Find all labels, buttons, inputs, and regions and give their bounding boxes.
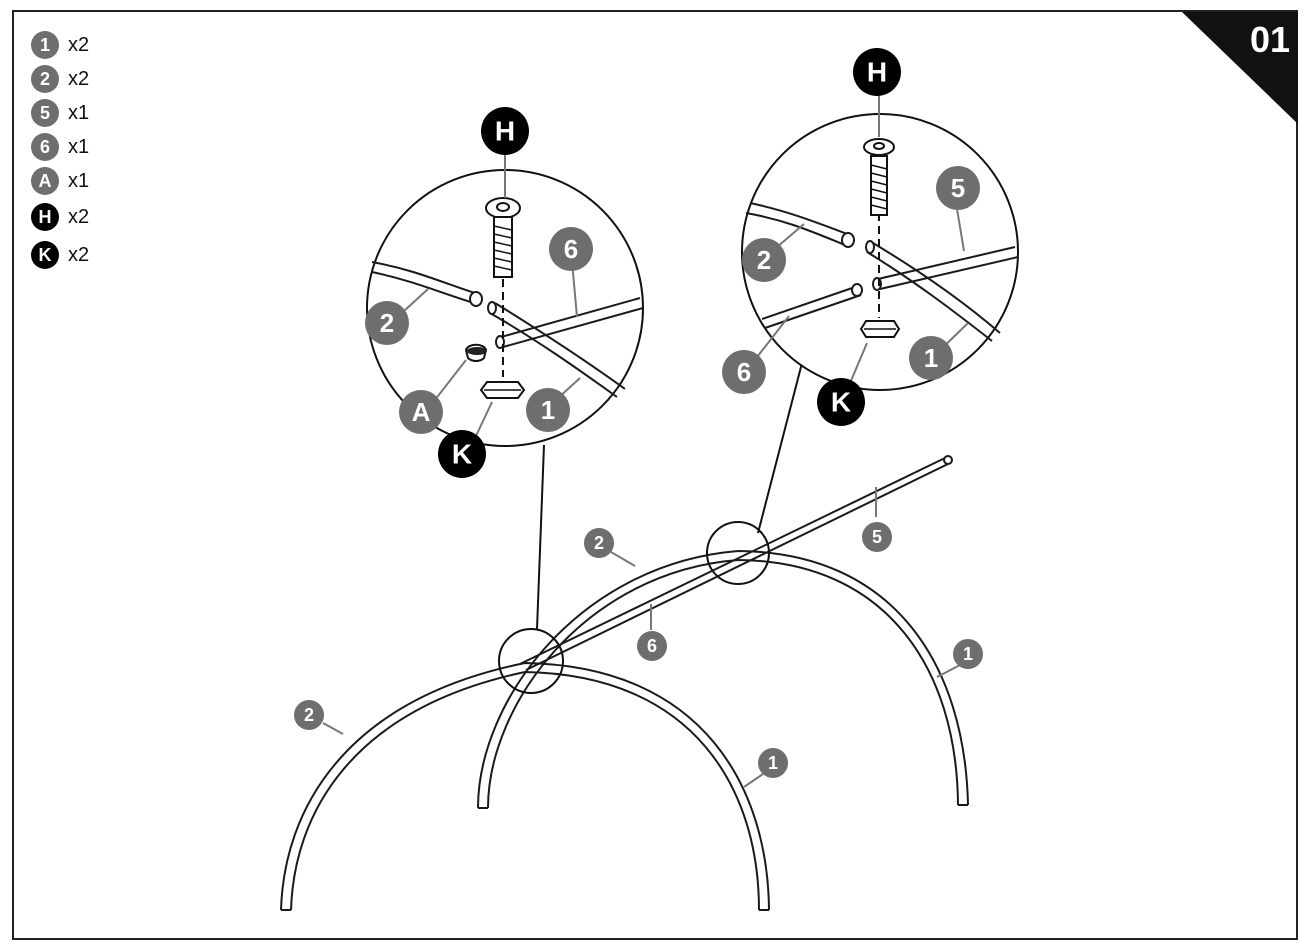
parts-legend: 1 x2 2 x2 5 x1 6 x1 A x1 H x2 K x2	[31, 28, 151, 272]
step-number: 01	[1250, 19, 1290, 60]
svg-text:1: 1	[924, 343, 938, 373]
legend-item-h: H x2	[31, 200, 151, 234]
legend-qty: x1	[68, 170, 90, 192]
svg-text:A: A	[412, 397, 431, 427]
legend-badge: H	[31, 203, 59, 231]
svg-text:2: 2	[757, 245, 771, 275]
svg-text:2: 2	[304, 705, 314, 725]
left-part-1-badge: 1	[526, 388, 570, 432]
svg-text:6: 6	[564, 234, 578, 264]
legend-item-5: 5 x1	[31, 96, 151, 130]
right-detail: H 5 2 6 K 1	[722, 48, 1019, 426]
left-detail: H 6 2 A 1 K	[365, 107, 644, 478]
svg-text:5: 5	[951, 173, 965, 203]
right-part-5-badge: 5	[936, 166, 980, 210]
svg-text:K: K	[831, 386, 851, 417]
right-part-1-badge: 1	[909, 336, 953, 380]
legend-item-k: K x2	[31, 238, 151, 272]
svg-text:5: 5	[872, 527, 882, 547]
left-k-badge: K	[438, 430, 486, 478]
main-part-2-left-badge: 2	[294, 700, 324, 730]
right-part-2-badge: 2	[742, 238, 786, 282]
svg-text:H: H	[495, 115, 515, 146]
legend-item-6: 6 x1	[31, 130, 151, 164]
svg-text:2: 2	[594, 533, 604, 553]
legend-badge: 6	[31, 133, 59, 161]
legend-badge: A	[31, 167, 59, 195]
legend-item-2: 2 x2	[31, 62, 151, 96]
legend-qty: x2	[68, 244, 90, 266]
legend-qty: x2	[68, 68, 90, 90]
svg-text:6: 6	[647, 636, 657, 656]
legend-qty: x2	[68, 34, 90, 56]
left-h-badge: H	[481, 107, 529, 155]
sheet-frame	[12, 10, 1298, 940]
legend-badge: K	[31, 241, 59, 269]
main-part-1-mid-badge: 1	[758, 748, 788, 778]
legend-badge: 5	[31, 99, 59, 127]
main-part-2-upper-badge: 2	[584, 528, 614, 558]
legend-item-a: A x1	[31, 164, 151, 198]
main-frame-drawing	[280, 362, 969, 911]
legend-qty: x1	[68, 136, 90, 158]
left-part-6-badge: 6	[549, 227, 593, 271]
svg-text:1: 1	[541, 395, 555, 425]
step-badge: 01	[1182, 12, 1298, 124]
main-part-6-badge: 6	[637, 631, 667, 661]
svg-text:2: 2	[380, 308, 394, 338]
left-a-badge: A	[399, 390, 443, 434]
right-part-6-badge: 6	[722, 350, 766, 394]
svg-text:1: 1	[768, 753, 778, 773]
svg-text:K: K	[452, 438, 472, 469]
legend-badge: 1	[31, 31, 59, 59]
legend-qty: x1	[68, 102, 90, 124]
legend-qty: x2	[68, 206, 90, 228]
svg-text:H: H	[867, 56, 887, 87]
main-callouts: 2 5 6 1 2 1	[294, 487, 983, 788]
right-h-badge: H	[853, 48, 901, 96]
legend-item-1: 1 x2	[31, 28, 151, 62]
left-part-2-badge: 2	[365, 301, 409, 345]
right-k-badge: K	[817, 378, 865, 426]
main-part-5-badge: 5	[862, 522, 892, 552]
svg-text:6: 6	[737, 357, 751, 387]
svg-text:1: 1	[963, 644, 973, 664]
legend-badge: 2	[31, 65, 59, 93]
main-part-1-right-badge: 1	[953, 639, 983, 669]
